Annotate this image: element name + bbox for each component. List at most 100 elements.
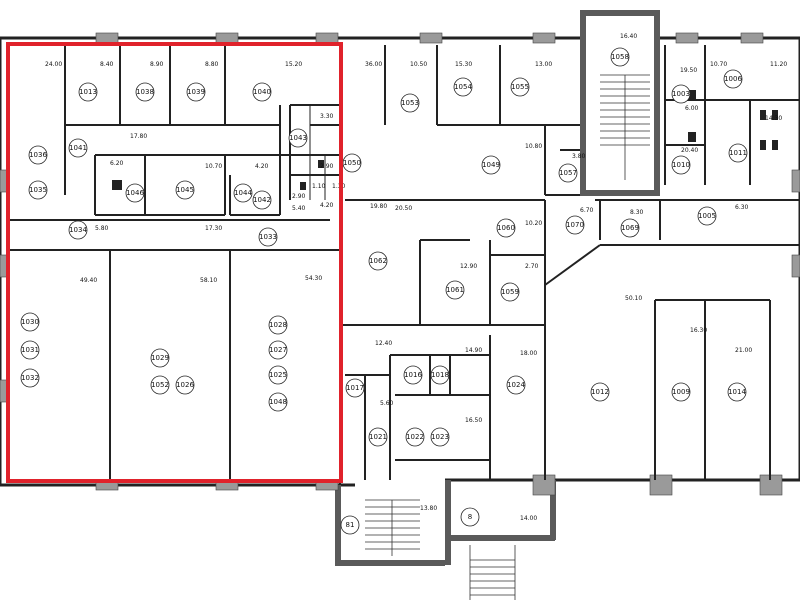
room-marker[interactable]: 1054 [453,77,472,97]
svg-text:1061: 1061 [446,286,464,294]
room-marker[interactable]: 1069 [620,218,640,238]
svg-text:1069: 1069 [621,224,639,232]
svg-text:1038: 1038 [136,88,154,96]
svg-text:1058: 1058 [611,53,629,61]
room-marker[interactable]: 1033 [258,227,278,247]
room-marker[interactable]: 1035 [28,180,48,200]
room-marker[interactable]: 1010 [671,155,691,175]
svg-text:1012: 1012 [591,388,609,396]
room-marker[interactable]: 1034 [68,220,87,240]
svg-text:5.80: 5.80 [95,225,109,232]
svg-text:1050: 1050 [343,159,361,167]
svg-text:6.30: 6.30 [735,204,749,211]
room-marker[interactable]: 8 [460,507,480,527]
room-marker[interactable]: 1040 [252,82,272,102]
room-marker[interactable]: 1022 [405,427,425,447]
svg-text:8.40: 8.40 [100,61,114,68]
room-marker[interactable]: 1029 [150,348,170,368]
room-marker[interactable]: 1016 [403,365,422,385]
room-marker[interactable]: 1061 [445,280,465,300]
room-marker[interactable]: 1055 [510,77,530,97]
svg-text:1048: 1048 [269,398,287,406]
room-marker[interactable]: 1057 [558,163,578,183]
room-marker[interactable]: 1026 [175,375,194,395]
svg-text:18.00: 18.00 [520,350,537,357]
room-marker[interactable]: 1038 [135,82,155,102]
room-marker[interactable]: 81 [340,515,360,535]
svg-text:1016: 1016 [404,371,422,379]
room-marker[interactable]: 1031 [20,340,40,360]
room-marker[interactable]: 1046 [125,183,144,203]
room-marker[interactable]: 1041 [68,138,88,158]
room-marker[interactable]: 1060 [496,218,516,238]
svg-text:14.30: 14.30 [765,115,782,122]
room-marker[interactable]: 1044 [233,183,252,203]
svg-text:1060: 1060 [497,224,515,232]
room-marker[interactable]: 1042 [252,190,272,210]
room-marker[interactable]: 1045 [175,180,195,200]
room-marker[interactable]: 1005 [697,206,717,226]
room-marker[interactable]: 1070 [565,215,585,235]
room-marker[interactable]: 1062 [368,251,388,271]
svg-text:1021: 1021 [369,433,387,441]
svg-text:1030: 1030 [21,318,39,326]
room-marker[interactable]: 1043 [288,128,308,148]
room-marker[interactable]: 1053 [400,93,420,113]
room-marker[interactable]: 1032 [20,368,40,388]
svg-text:1062: 1062 [369,257,387,265]
room-marker[interactable]: 1012 [590,382,610,402]
bottom-staircase [365,499,516,600]
room-marker[interactable]: 1027 [268,340,288,360]
svg-text:6.00: 6.00 [685,105,699,112]
room-marker[interactable]: 1030 [20,312,40,332]
svg-text:1025: 1025 [269,371,287,379]
svg-text:19.50: 19.50 [680,67,697,74]
svg-text:10.50: 10.50 [410,61,427,68]
svg-text:81: 81 [346,521,355,529]
room-marker[interactable]: 1006 [723,69,742,89]
svg-text:1039: 1039 [187,88,205,96]
svg-text:1054: 1054 [454,83,472,91]
room-marker[interactable]: 1014 [727,382,746,402]
room-marker[interactable]: 1024 [506,375,525,395]
svg-text:2.90: 2.90 [320,163,334,170]
svg-text:1059: 1059 [501,288,519,296]
room-marker[interactable]: 1025 [268,365,288,385]
room-marker[interactable]: 1050 [342,153,362,173]
room-marker[interactable]: 1049 [481,155,501,175]
svg-text:20.50: 20.50 [395,205,412,212]
svg-text:15.20: 15.20 [285,61,302,68]
room-marker[interactable]: 1052 [150,375,170,395]
room-marker[interactable]: 1011 [728,143,748,163]
room-marker[interactable]: 1017 [345,378,365,398]
room-marker[interactable]: 1009 [671,382,691,402]
svg-text:8: 8 [468,513,472,521]
room-marker[interactable]: 1059 [500,282,520,302]
svg-text:1031: 1031 [21,346,39,354]
svg-text:11.20: 11.20 [770,61,787,68]
room-marker[interactable]: 1003 [671,84,691,104]
svg-text:16.40: 16.40 [620,33,637,40]
svg-text:8.80: 8.80 [205,61,219,68]
room-marker[interactable]: 1028 [268,315,288,335]
svg-text:17.30: 17.30 [205,225,222,232]
svg-text:49.40: 49.40 [80,277,97,284]
svg-text:19.80: 19.80 [370,203,387,210]
svg-text:58.10: 58.10 [200,277,217,284]
room-marker[interactable]: 1036 [28,145,47,165]
svg-text:10.70: 10.70 [205,163,222,170]
room-marker[interactable]: 1048 [268,392,288,412]
room-marker[interactable]: 1021 [368,427,388,447]
svg-text:14.00: 14.00 [520,515,537,522]
svg-text:1027: 1027 [269,346,287,354]
svg-text:1022: 1022 [406,433,424,441]
room-marker[interactable]: 1023 [430,427,450,447]
room-marker[interactable]: 1018 [430,365,450,385]
svg-text:13.80: 13.80 [420,505,437,512]
room-marker[interactable]: 1058 [610,47,630,67]
room-marker[interactable]: 1013 [78,82,98,102]
svg-text:1052: 1052 [151,381,169,389]
svg-text:1041: 1041 [69,144,87,152]
room-marker[interactable]: 1039 [186,82,206,102]
